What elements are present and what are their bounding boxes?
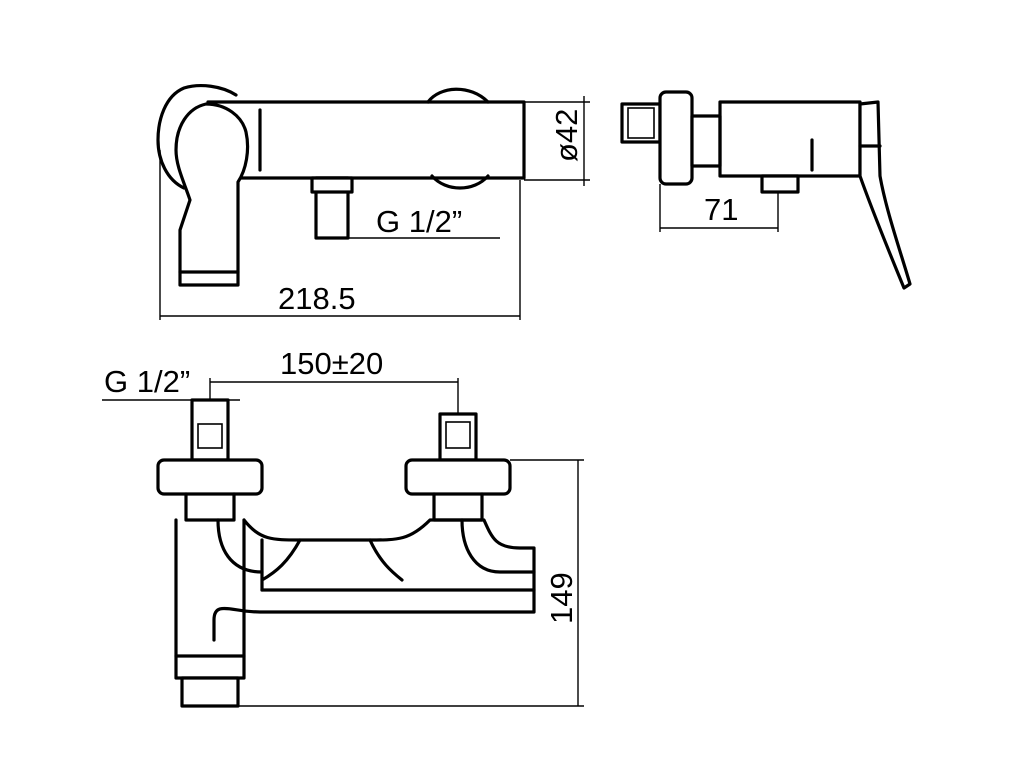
front-view-left-flange <box>156 458 264 496</box>
top-view-right-flange <box>426 87 490 190</box>
front-view: 150±20 G 1/2” 149 <box>102 346 584 708</box>
top-view-outlet-nut <box>310 176 354 194</box>
dim-length-label: 218.5 <box>278 281 356 316</box>
front-view-right-flange <box>404 458 512 496</box>
side-view-flange <box>658 90 694 186</box>
front-view-right-inlet-thread <box>445 421 471 449</box>
front-view-body-inner <box>216 518 536 592</box>
front-view-body <box>174 518 536 658</box>
front-view-left-connector <box>184 492 236 522</box>
dim-thread-front-label: G 1/2” <box>104 364 190 399</box>
front-view-body-center-detail <box>260 538 404 592</box>
side-view-inlet-thread <box>627 107 655 139</box>
side-view-body <box>718 100 862 178</box>
side-view-outlet-nut <box>760 174 800 194</box>
dim-spacing-label: 150±20 <box>280 346 383 381</box>
dim-thread-top-label: G 1/2” <box>376 204 462 239</box>
front-view-left-inlet-thread <box>197 423 223 449</box>
side-view: 71 <box>620 90 912 290</box>
side-view-connector <box>690 114 722 168</box>
top-view: G 1/2” 218.5 ø42 <box>156 84 590 320</box>
side-view-lever <box>858 100 912 290</box>
dim-depth-label: 71 <box>704 192 738 227</box>
front-view-outlet <box>180 676 240 708</box>
top-view-left-flange <box>156 84 238 190</box>
dim-height-label: 149 <box>544 572 579 624</box>
top-view-lever <box>174 102 250 287</box>
front-view-outlet-nut <box>174 654 246 680</box>
front-view-right-connector <box>432 492 484 522</box>
top-view-body <box>206 100 526 180</box>
dim-diameter-label: ø42 <box>549 109 584 162</box>
